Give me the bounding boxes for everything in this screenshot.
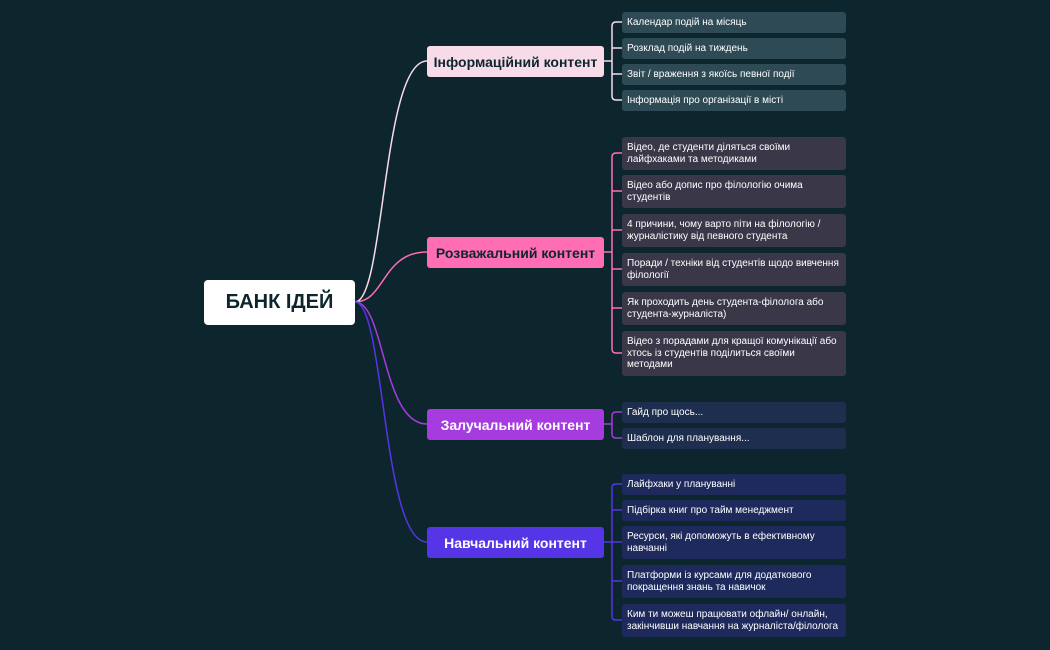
leaf-edu-5[interactable]: Ким ти можеш працювати офлайн/ онлайн, з…: [622, 604, 846, 637]
leaf-info-2[interactable]: Розклад подій на тиждень: [622, 38, 846, 59]
leaf-engage-1[interactable]: Гайд про щось...: [622, 402, 846, 423]
leaf-edu-4[interactable]: Платформи із курсами для додаткового пок…: [622, 565, 846, 598]
leaf-info-3[interactable]: Звіт / враження з якоїсь певної події: [622, 64, 846, 85]
branch-fun[interactable]: Розважальний контент: [427, 237, 604, 268]
branch-engage-label: Залучальний контент: [440, 416, 591, 433]
leaf-connector-3-1: [611, 411, 622, 417]
branch-info[interactable]: Інформаційний контент: [427, 46, 604, 77]
leaf-edu-2[interactable]: Підбірка книг про тайм менеджмент: [622, 500, 846, 521]
leaf-connector-3-2: [611, 433, 622, 439]
leaf-connector-1-4: [611, 95, 622, 101]
branch-engage[interactable]: Залучальний контент: [427, 409, 604, 440]
leaf-connector-4-5: [611, 615, 622, 621]
leaf-connector-2-1: [611, 152, 622, 158]
branch-edu[interactable]: Навчальний контент: [427, 527, 604, 558]
root-to-branch-line-1: [354, 60, 428, 303]
leaf-fun-3[interactable]: 4 причини, чому варто піти на філологію …: [622, 214, 846, 247]
leaf-fun-1[interactable]: Відео, де студенти діляться своїми лайфх…: [622, 137, 846, 170]
branch-edu-label: Навчальний контент: [444, 534, 587, 551]
root-node[interactable]: БАНК ІДЕЙ: [204, 280, 355, 325]
leaf-info-4[interactable]: Інформація про організації в місті: [622, 90, 846, 111]
root-to-branch-line-3: [354, 301, 428, 425]
leaf-edu-1[interactable]: Лайфхаки у плануванні: [622, 474, 846, 495]
leaf-engage-2[interactable]: Шаблон для планування...: [622, 428, 846, 449]
leaf-connector-2-6: [611, 348, 622, 354]
leaf-fun-5[interactable]: Як проходить день студента-філолога або …: [622, 292, 846, 325]
root-to-branch-line-4: [354, 301, 428, 543]
leaf-fun-6[interactable]: Відео з порадами для кращої комунікації …: [622, 331, 846, 376]
leaf-fun-4[interactable]: Поради / техніки від студентів щодо вивч…: [622, 253, 846, 286]
leaf-edu-3[interactable]: Ресурси, які допоможуть в ефективному на…: [622, 526, 846, 559]
root-label: БАНК ІДЕЙ: [225, 291, 334, 313]
branch-info-label: Інформаційний контент: [433, 53, 598, 70]
leaf-connector-1-1: [611, 21, 622, 27]
leaf-fun-2[interactable]: Відео або допис про філологію очима студ…: [622, 175, 846, 208]
leaf-info-1[interactable]: Календар подій на місяць: [622, 12, 846, 33]
root-to-branch-line-2: [354, 251, 428, 303]
leaf-connector-4-1: [611, 483, 622, 489]
branch-fun-label: Розважальний контент: [435, 244, 596, 261]
